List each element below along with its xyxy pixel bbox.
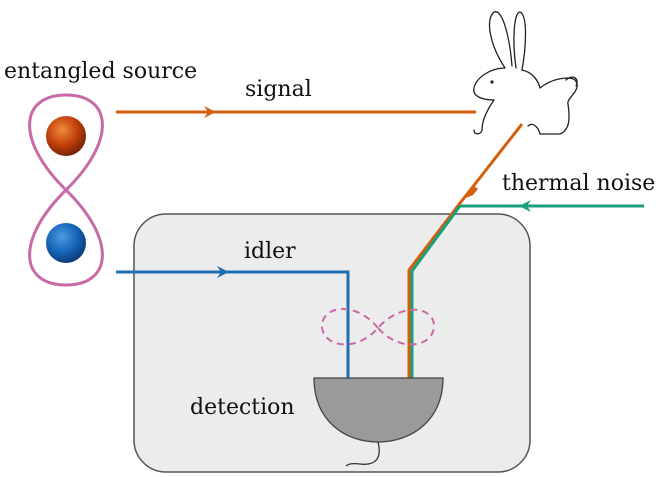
idler-particle <box>46 223 86 263</box>
detector-cable <box>345 441 380 467</box>
detection-label: detection <box>190 395 295 420</box>
reflected-signal-beam <box>407 123 524 378</box>
source-label: entangled source <box>4 59 197 84</box>
detection-box <box>133 213 531 473</box>
mixed-beam-noise <box>410 205 462 378</box>
idler-beam <box>116 270 350 378</box>
idler-label: idler <box>244 239 296 264</box>
interference-loop <box>320 308 436 346</box>
signal-arrow-icon <box>204 106 216 118</box>
entangled-source-loop <box>28 93 104 287</box>
thermal-noise-arrow-icon <box>519 200 531 212</box>
reflected-signal-arrow-icon <box>466 186 478 198</box>
signal-particle <box>46 116 86 156</box>
idler-arrow-icon <box>217 266 229 278</box>
signal-label: signal <box>245 77 312 102</box>
rabbit-icon <box>473 11 578 135</box>
thermal-noise-label: thermal noise <box>502 171 655 196</box>
